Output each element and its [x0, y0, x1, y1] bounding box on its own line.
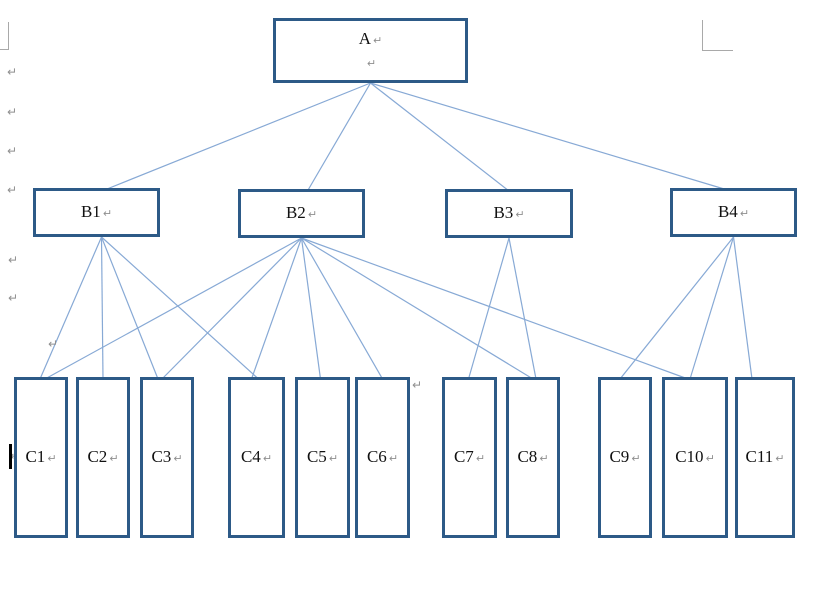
connector-A-B3[interactable]: [370, 82, 510, 192]
node-C10[interactable]: C10↵: [662, 377, 728, 538]
paragraph-mark: ↵: [475, 452, 486, 465]
connector-B2-C10[interactable]: [301, 237, 689, 380]
paragraph-mark: ↵: [515, 208, 525, 221]
node-label: C7: [453, 447, 474, 466]
node-C8[interactable]: C8↵: [506, 377, 560, 538]
node-label: C5: [306, 447, 327, 466]
connector-B3-C8[interactable]: [508, 237, 537, 380]
paragraph-mark: ↵: [739, 207, 750, 220]
node-label: B3: [493, 203, 514, 222]
connector-A-B2[interactable]: [306, 82, 372, 192]
paragraph-mark: ↵: [109, 452, 119, 465]
connector-B1-C2[interactable]: [100, 236, 104, 380]
paragraph-mark: ↵: [102, 207, 113, 220]
node-B4[interactable]: B4↵: [670, 188, 797, 237]
node-B1[interactable]: B1↵: [33, 188, 160, 237]
node-C7[interactable]: C7↵: [442, 377, 497, 538]
paragraph-mark: ↵: [173, 452, 183, 465]
connector-B3-C7[interactable]: [467, 237, 510, 380]
node-label: C4: [240, 447, 261, 466]
node-label: B2: [285, 203, 306, 222]
connector-A-B4[interactable]: [370, 82, 728, 191]
paragraph-mark: ↵: [631, 452, 641, 465]
node-C1[interactable]: C1↵: [14, 377, 68, 538]
connector-B4-C10[interactable]: [689, 236, 735, 380]
paragraph-mark: ↵: [47, 452, 57, 465]
node-C5[interactable]: C5↵: [295, 377, 350, 538]
connector-B1-C3[interactable]: [100, 236, 159, 380]
paragraph-mark: ↵: [539, 452, 549, 465]
connector-B2-C3[interactable]: [161, 237, 302, 380]
node-label: C3: [151, 447, 172, 466]
paragraph-mark: ↵: [775, 452, 785, 465]
paragraph-mark: ↵: [307, 208, 318, 221]
paragraph-mark: ↵: [373, 33, 383, 47]
node-C4[interactable]: C4↵: [228, 377, 285, 538]
node-label: C6: [366, 447, 387, 466]
text-cursor: [9, 444, 12, 469]
paragraph-mark: ↵: [328, 452, 339, 465]
connector-B2-C1[interactable]: [44, 237, 302, 380]
node-C2[interactable]: C2↵: [76, 377, 130, 538]
node-C9[interactable]: C9↵: [598, 377, 652, 538]
connector-B4-C11[interactable]: [732, 236, 753, 380]
node-label: B1: [80, 202, 101, 221]
node-label: C11: [745, 447, 774, 466]
node-label: A: [358, 28, 372, 48]
node-B2[interactable]: B2↵: [238, 189, 365, 238]
node-C11[interactable]: C11↵: [735, 377, 795, 538]
connector-B2-C8[interactable]: [301, 237, 534, 380]
node-C6[interactable]: C6↵: [355, 377, 410, 538]
node-label: B4: [717, 202, 738, 221]
paragraph-mark: ↵: [262, 452, 273, 465]
node-label: C1: [25, 447, 46, 466]
paragraph-mark: ↵: [388, 452, 399, 465]
connector-A-B1[interactable]: [104, 82, 371, 191]
connector-B1-C4[interactable]: [101, 236, 259, 380]
connector-B1-C1[interactable]: [39, 236, 103, 380]
connector-B2-C4[interactable]: [250, 237, 303, 380]
node-label: C8: [517, 447, 538, 466]
paragraph-mark: ↵: [366, 56, 377, 70]
node-B3[interactable]: B3↵: [445, 189, 573, 238]
connector-B2-C5[interactable]: [300, 237, 322, 380]
node-label: C9: [609, 447, 630, 466]
node-A[interactable]: A↵↵: [273, 18, 468, 83]
connector-B2-C6[interactable]: [300, 237, 384, 380]
paragraph-mark: ↵: [705, 452, 715, 465]
node-label: C10: [675, 447, 704, 466]
connector-B4-C9[interactable]: [619, 236, 734, 380]
node-label: C2: [87, 447, 108, 466]
node-C3[interactable]: C3↵: [140, 377, 194, 538]
